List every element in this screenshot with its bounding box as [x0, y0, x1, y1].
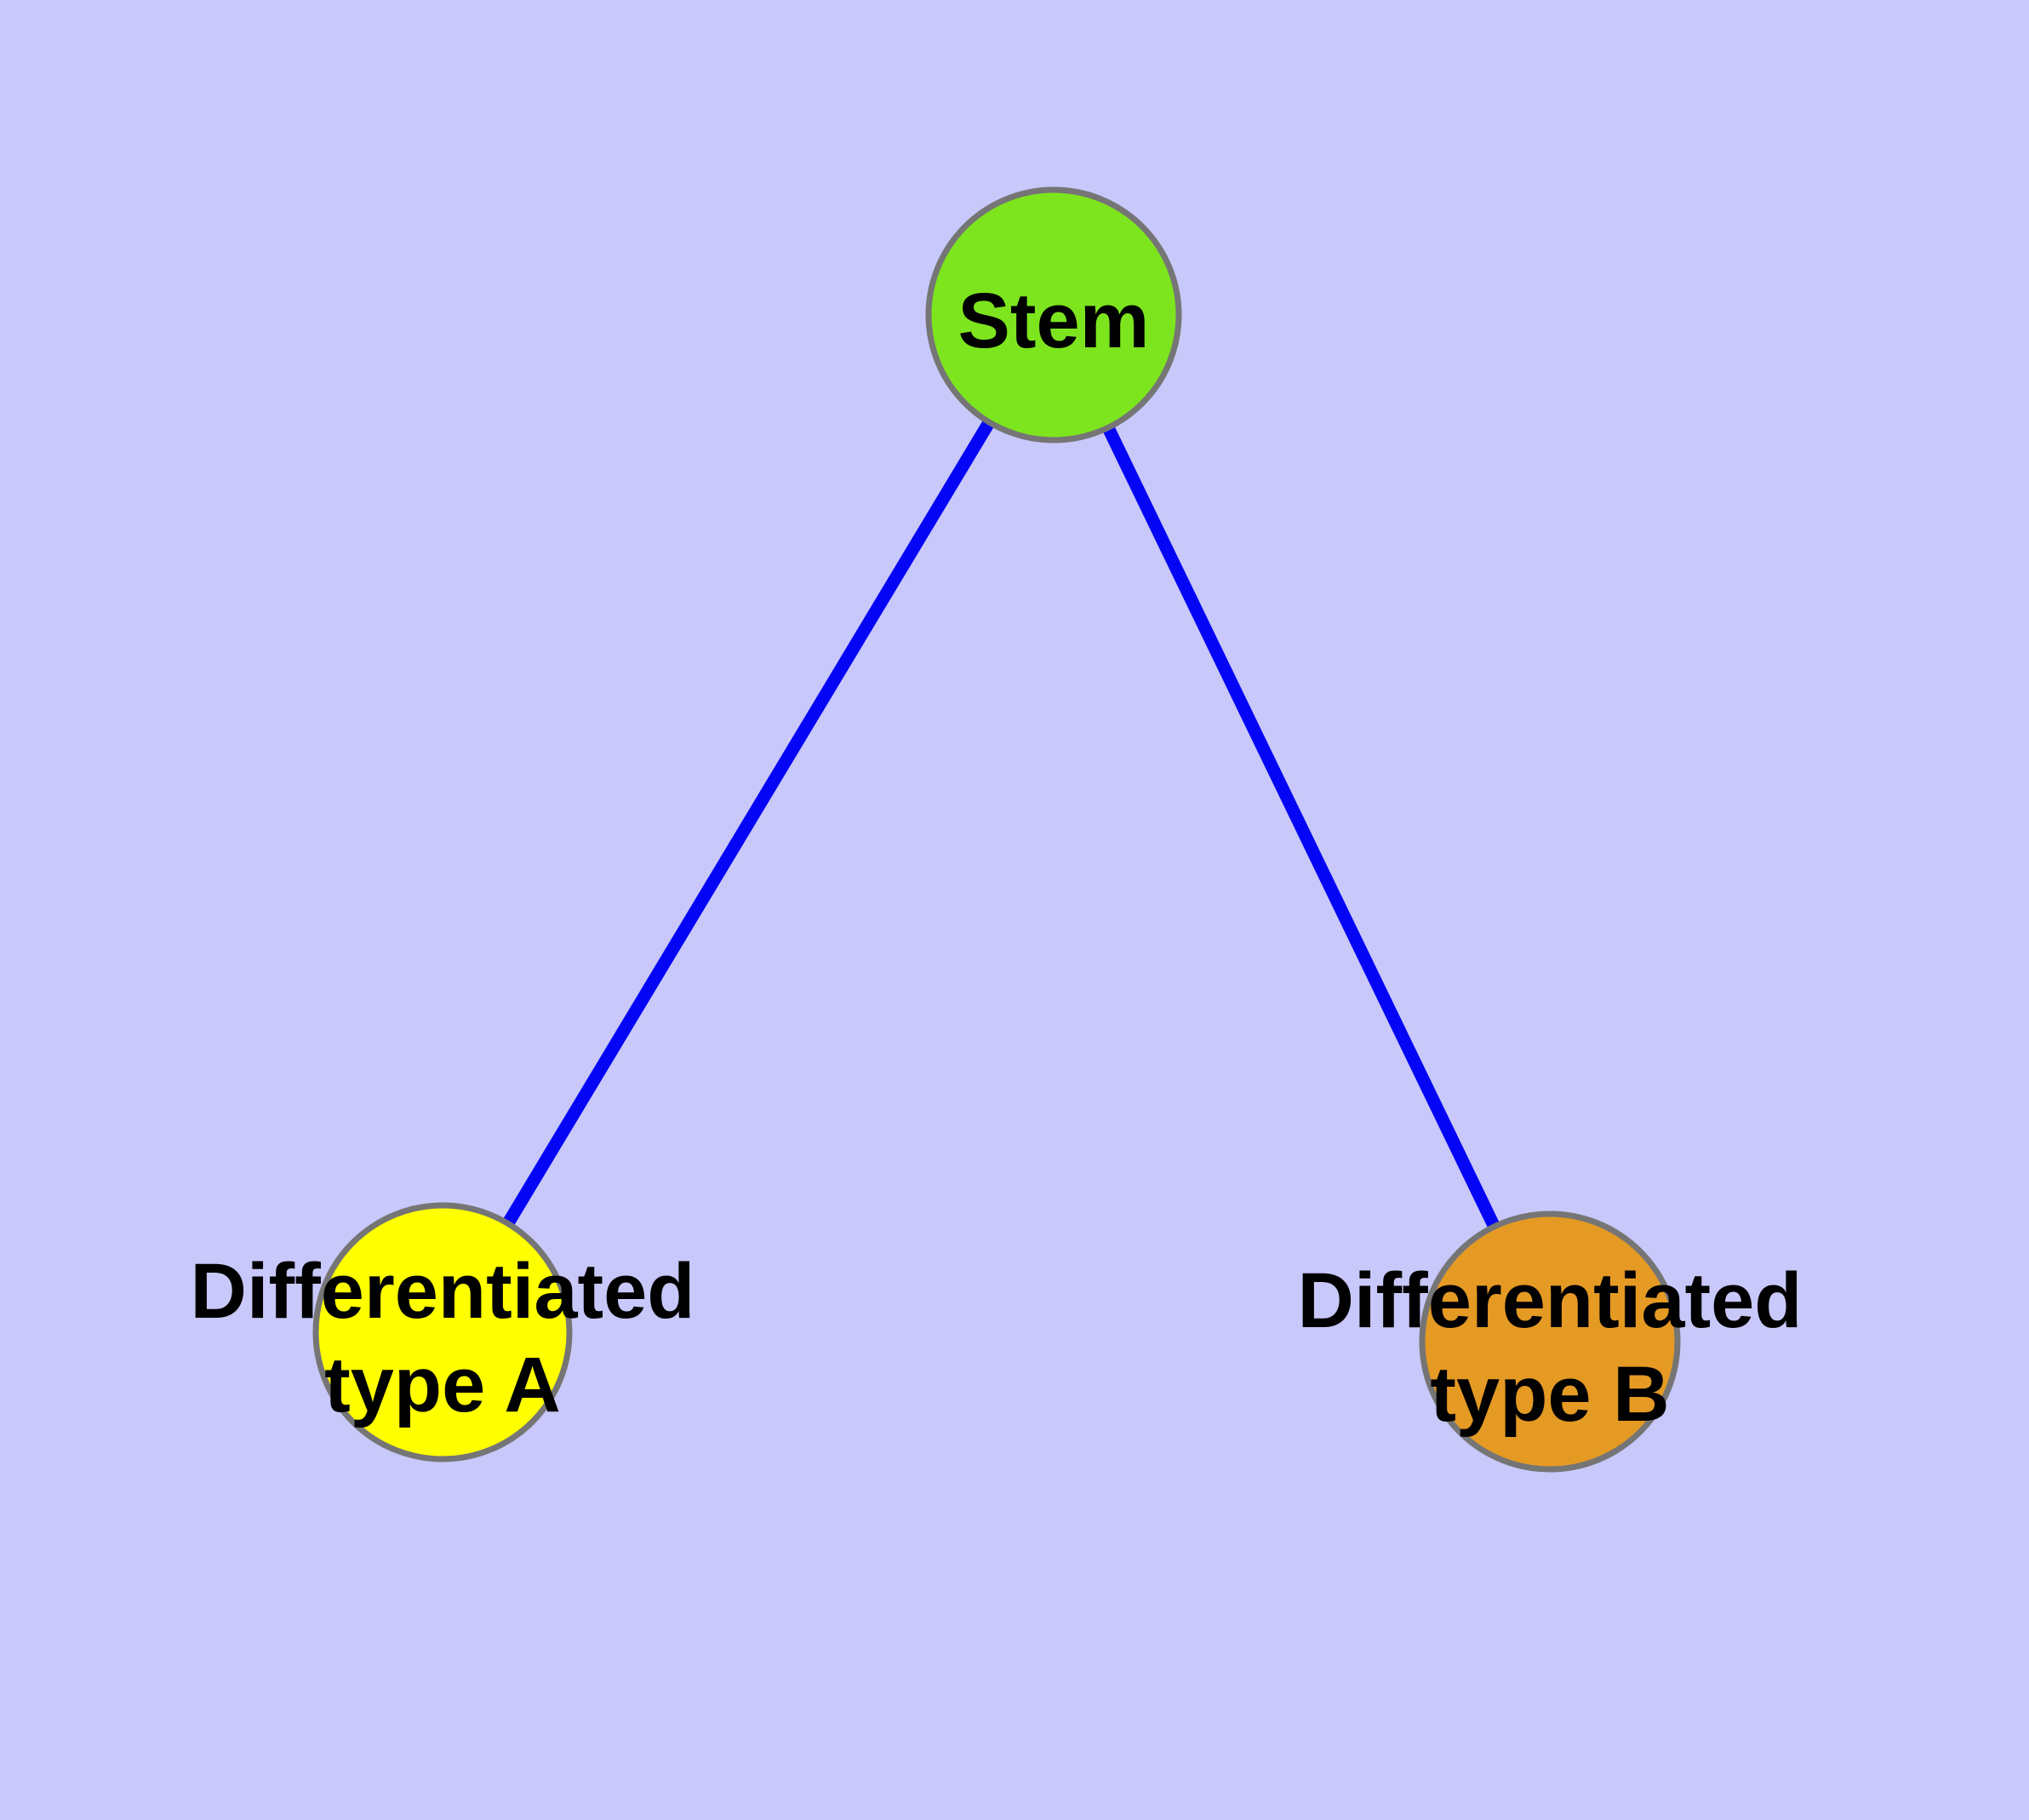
- node-type-a-circle[interactable]: [312, 1202, 573, 1462]
- node-stem-circle[interactable]: [925, 186, 1182, 444]
- node-type-b-circle[interactable]: [1419, 1210, 1681, 1473]
- edge-stem-to-type-b[interactable]: [1048, 312, 1556, 1345]
- node-stem[interactable]: Stem: [925, 186, 1182, 444]
- node-type-a-label-line2: type A: [324, 1342, 561, 1428]
- edge-stem-to-type-a[interactable]: [437, 312, 1060, 1336]
- node-differentiated-type-b[interactable]: Differentiated type B: [1298, 1210, 1803, 1473]
- node-type-b-label-line2: type B: [1430, 1351, 1669, 1438]
- node-differentiated-type-a[interactable]: Differentiated type A: [191, 1202, 695, 1462]
- node-type-a-label-line1: Differentiated: [191, 1248, 695, 1335]
- node-type-b-label-line1: Differentiated: [1298, 1257, 1803, 1344]
- node-stem-label: Stem: [958, 278, 1150, 364]
